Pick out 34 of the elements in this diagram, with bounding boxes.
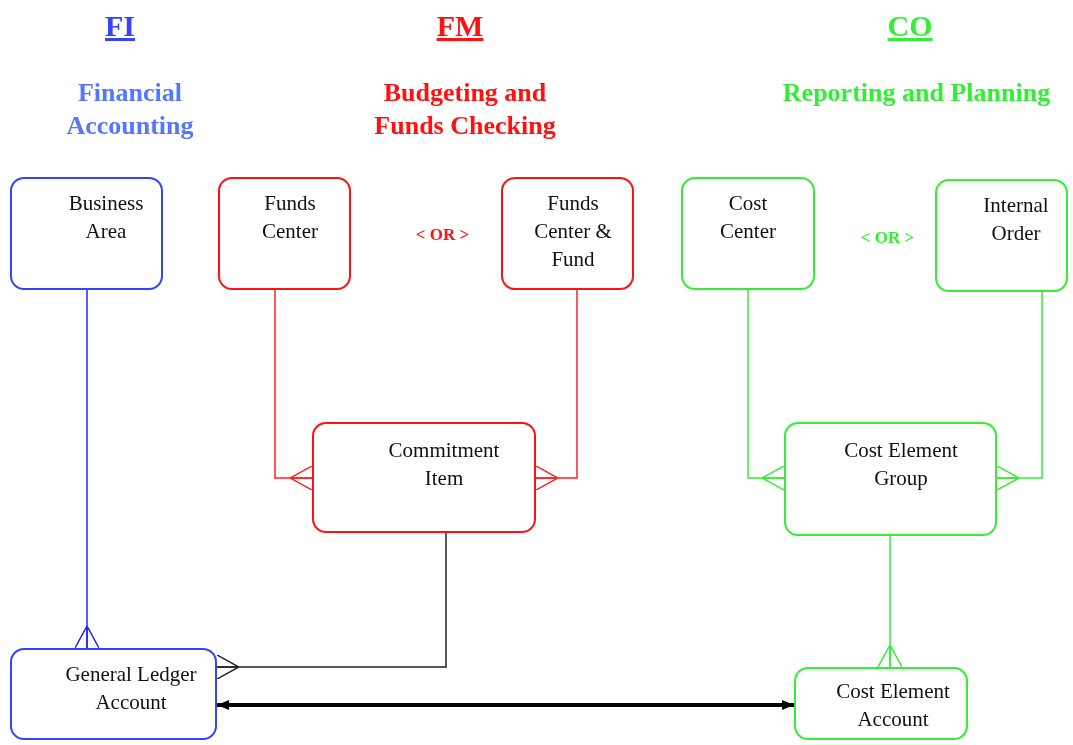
module-description: Financial Accounting — [65, 77, 195, 142]
entity-name: Cost Element Account — [835, 678, 951, 733]
connector-line — [996, 291, 1043, 491]
module-heading: FI — [104, 8, 136, 44]
connector-line — [535, 289, 578, 491]
entity-name: Commitment Item — [387, 437, 501, 492]
entity-box — [10, 177, 163, 290]
connector-line — [274, 289, 313, 491]
entity-name: Cost Element Group — [843, 437, 959, 492]
entity-name: Funds Center — [261, 190, 319, 245]
connector-line — [216, 532, 447, 680]
connector-line — [74, 289, 100, 649]
entity-box — [501, 177, 634, 290]
entity-box — [681, 177, 815, 290]
or-label: < OR > — [414, 225, 471, 245]
entity-name: Business Area — [67, 190, 145, 245]
entity-name: Cost Center — [719, 190, 777, 245]
entity-box — [784, 422, 997, 536]
entity-box — [794, 667, 968, 740]
module-heading: FM — [435, 8, 485, 44]
entity-name: Funds Center & Fund — [533, 190, 613, 273]
entity-name: General Ledger Account — [64, 661, 198, 716]
module-description: Budgeting and Funds Checking — [373, 77, 557, 142]
entity-box — [10, 648, 217, 740]
entity-box — [312, 422, 536, 533]
connector-line — [747, 289, 785, 491]
connector-line — [877, 535, 903, 668]
module-description: Reporting and Planning — [781, 77, 1052, 109]
double-arrow — [217, 700, 794, 710]
entity-box — [935, 179, 1068, 292]
or-label: < OR > — [859, 228, 916, 248]
entity-name: Internal Order — [982, 192, 1050, 247]
entity-box — [218, 177, 351, 290]
module-heading: CO — [886, 8, 934, 44]
